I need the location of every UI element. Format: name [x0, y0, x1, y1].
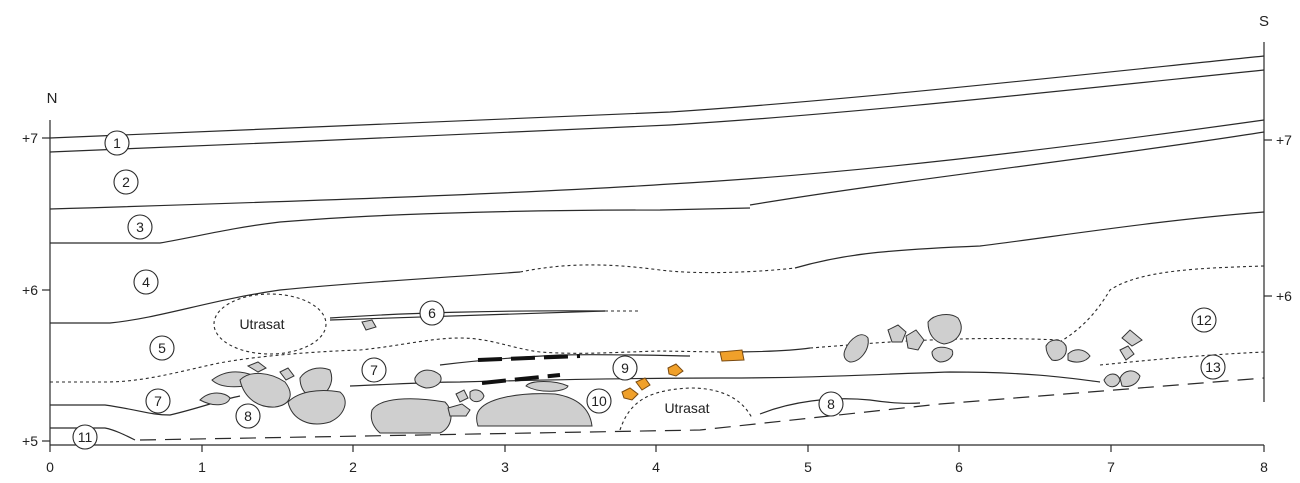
- elev-right-6: +6: [1276, 288, 1292, 304]
- x-tick-6: 6: [955, 459, 963, 475]
- boundary-7-dotted: [809, 337, 1061, 349]
- x-tick-4: 4: [652, 459, 660, 475]
- boundary-4-5: [50, 271, 521, 324]
- layer-13-label: 13: [1205, 359, 1221, 375]
- boundary-3-4: [50, 207, 751, 244]
- base-dashed: [139, 377, 1265, 441]
- boundary-2-3b: [749, 131, 1265, 206]
- boundary-12-dotted: [1057, 265, 1265, 344]
- elev-left-7: +7: [22, 130, 38, 146]
- charcoal-band-1: [477, 354, 581, 362]
- north-label: N: [47, 90, 58, 107]
- layer-10-label: 10: [591, 393, 607, 409]
- layer-markers: 1 2 3 4 5 6 7 7 8 8 9 10 11 12 13: [72, 130, 1226, 450]
- utrasat-label-2: Utrasat: [664, 400, 709, 416]
- utrasat-outline-1: [213, 293, 327, 355]
- boundary-5-6: [329, 310, 606, 319]
- elev-left-6: +6: [22, 282, 38, 298]
- layer-8-label-a: 8: [244, 408, 252, 424]
- boundary-5-6b: [329, 310, 606, 321]
- x-tick-2: 2: [349, 459, 357, 475]
- layer-5-label: 5: [158, 340, 166, 356]
- stones: [199, 314, 1143, 434]
- layer-3-label: 3: [136, 219, 144, 235]
- x-tick-7: 7: [1107, 459, 1115, 475]
- x-axis-ticks: [49, 445, 1265, 452]
- layer-6-label: 6: [428, 305, 436, 321]
- layer-11-label: 11: [78, 429, 93, 445]
- layer-4-label: 4: [142, 274, 150, 290]
- boundary-4-5-dotted: [519, 264, 796, 274]
- boundary-5-7-dotted: [50, 337, 721, 383]
- orange-finds: [621, 349, 745, 401]
- x-tick-5: 5: [804, 459, 812, 475]
- layer-1-label: 1: [113, 135, 121, 151]
- layer-7-label-b: 7: [154, 393, 162, 409]
- utrasat-label-1: Utrasat: [239, 316, 284, 332]
- boundary-1-2: [49, 69, 1265, 153]
- boundary-11: [50, 427, 136, 441]
- elev-right-7: +7: [1276, 132, 1292, 148]
- layer-2-label: 2: [122, 174, 130, 190]
- x-tick-8: 8: [1260, 459, 1268, 475]
- charcoal-band-2: [481, 373, 561, 385]
- layer-9-label: 9: [621, 360, 629, 376]
- layer-12-label: 12: [1196, 312, 1212, 328]
- layer-8-label-b: 8: [827, 396, 835, 412]
- boundary-4-5b: [794, 211, 1265, 269]
- boundary-8-bottom: [759, 398, 921, 415]
- x-tick-3: 3: [501, 459, 509, 475]
- boundary-2-3: [49, 119, 1265, 210]
- elev-left-5: +5: [22, 433, 38, 449]
- x-tick-0: 0: [46, 459, 54, 475]
- layer-7-label-a: 7: [370, 362, 378, 378]
- utrasat-outline-2: [619, 387, 753, 431]
- x-tick-1: 1: [198, 459, 206, 475]
- south-label: S: [1259, 13, 1269, 30]
- boundary-7-8: [349, 371, 1101, 387]
- surface-line: [49, 55, 1265, 139]
